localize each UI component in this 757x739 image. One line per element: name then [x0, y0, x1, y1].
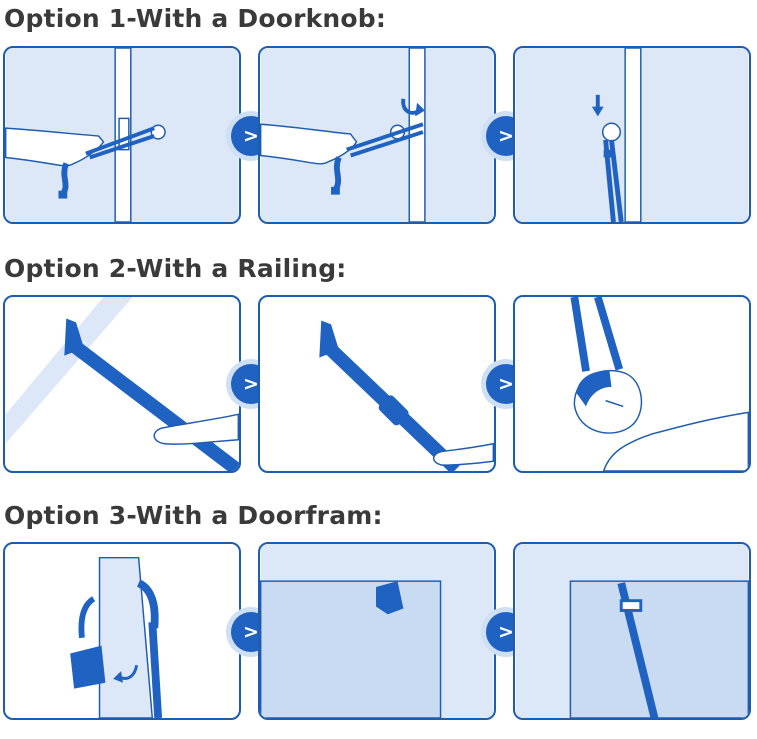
- railing-step-2-illustration: [319, 320, 494, 471]
- down-arrow-icon: [591, 94, 604, 117]
- doorframe-step-2-illustration: [260, 544, 494, 718]
- doorframe-step-1-illustration: [70, 556, 163, 718]
- railing-step-1-illustration: [5, 297, 239, 471]
- railing-step-1-panel: [3, 295, 241, 473]
- doorknob-step-1-panel: [3, 46, 241, 224]
- doorframe-step-3-illustration: [515, 544, 749, 718]
- section-2-heading: Option 2-With a Railing:: [4, 254, 347, 283]
- railing-step-2-panel: [258, 295, 496, 473]
- doorframe-step-3-panel: [513, 542, 751, 720]
- doorknob-step-2-illustration: [260, 48, 494, 222]
- section-1-heading: Option 1-With a Doorknob:: [4, 4, 387, 33]
- railing-step-3-panel: [513, 295, 751, 473]
- railing-step-3-illustration: [570, 297, 749, 471]
- doorframe-step-2-panel: [258, 542, 496, 720]
- section-3-heading: Option 3-With a Doorfram:: [4, 501, 383, 530]
- doorknob-step-3-panel: [513, 46, 751, 224]
- doorknob-step-3-illustration: [515, 48, 749, 222]
- doorframe-step-1-panel: [3, 542, 241, 720]
- doorknob-step-1-illustration: [5, 48, 239, 222]
- doorknob-step-2-panel: [258, 46, 496, 224]
- rotate-arrow-icon: [113, 664, 139, 683]
